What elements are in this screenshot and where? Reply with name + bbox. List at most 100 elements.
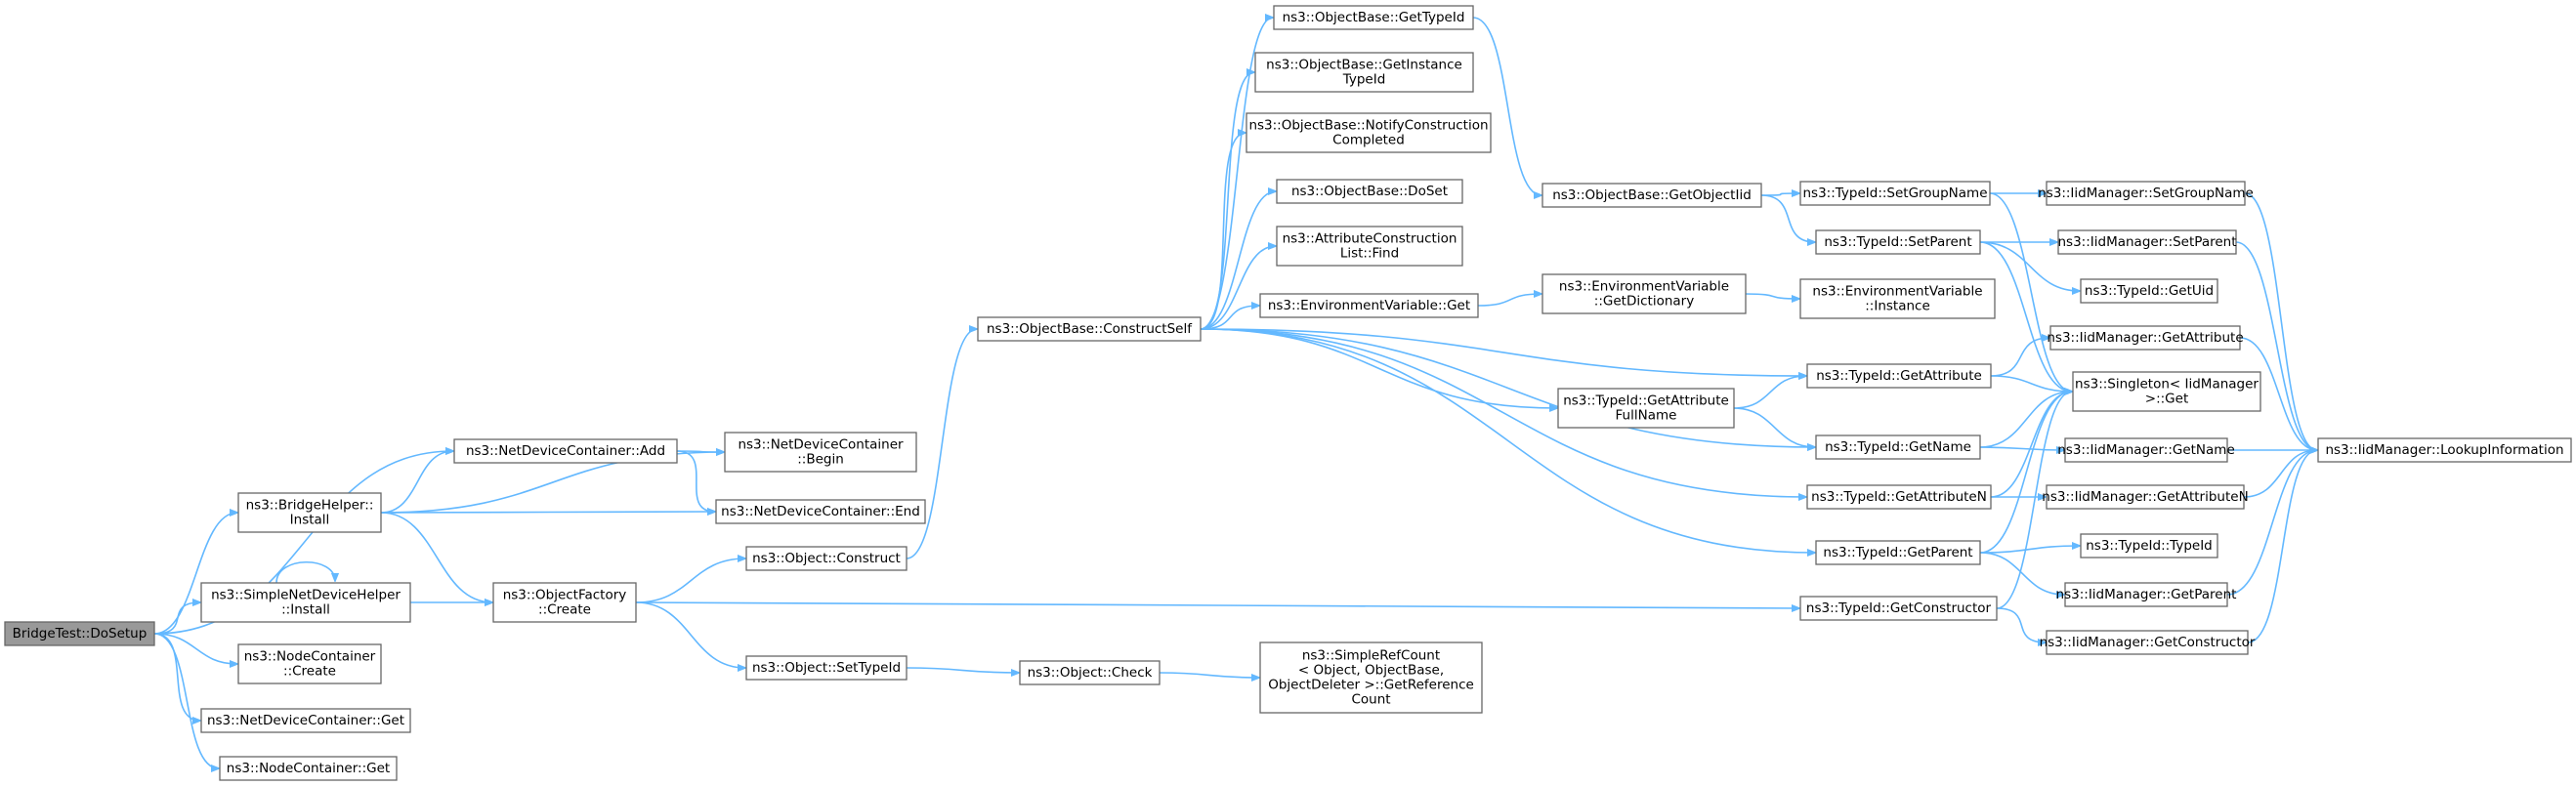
- node-ob-doset[interactable]: ns3::ObjectBase::DoSet: [1276, 179, 1463, 204]
- edge-ti_setgroupname-to-singleton_get: [1989, 192, 2072, 392]
- node-singleton-get[interactable]: ns3::Singleton< IidManager >::Get: [2072, 371, 2261, 412]
- node-box: [1273, 5, 1474, 30]
- node-ob-notify[interactable]: ns3::ObjectBase::NotifyConstructionCompl…: [1246, 112, 1492, 153]
- node-box: [745, 655, 908, 681]
- node-root[interactable]: BridgeTest::DoSetup: [4, 621, 155, 646]
- node-box: [2046, 181, 2246, 206]
- node-box: [1799, 596, 1998, 621]
- node-obj-check[interactable]: ns3::Object::Check: [1019, 660, 1161, 685]
- node-label: ns3::NodeContainer::Get: [227, 761, 390, 776]
- node-box: [724, 432, 917, 473]
- node-im-getattribute[interactable]: ns3::IidManager::GetAttribute: [2047, 325, 2244, 351]
- edge-ti_getparent-to-ti_typeid: [1979, 546, 2080, 554]
- node-box: [1806, 363, 1992, 389]
- edge-ev_getdict-to-ev_instance: [1745, 293, 1799, 299]
- edge-ob_constructself-to-ev_get: [1200, 306, 1259, 330]
- edge-ob_constructself-to-acl_find: [1200, 246, 1276, 330]
- node-box: [2049, 325, 2241, 351]
- node-im-setparent[interactable]: ns3::IidManager::SetParent: [2057, 229, 2237, 255]
- node-ev-instance[interactable]: ns3::EnvironmentVariable::Instance: [1799, 278, 1996, 319]
- edge-of_create-to-obj_construct: [635, 558, 745, 603]
- node-label: ns3::BridgeHelper::: [246, 498, 374, 514]
- node-nc-get[interactable]: ns3::NodeContainer::Get: [219, 756, 398, 781]
- node-label: ns3::IidManager::GetAttribute: [2047, 330, 2243, 346]
- node-ti-getattributen[interactable]: ns3::TypeId::GetAttributeN: [1806, 484, 1992, 510]
- node-box: [492, 582, 637, 623]
- node-ndc-get[interactable]: ns3::NetDeviceContainer::Get: [200, 708, 411, 733]
- node-ti-setparent[interactable]: ns3::TypeId::SetParent: [1815, 229, 1981, 255]
- node-label: ns3::ObjectBase::GetInstance: [1266, 58, 1462, 73]
- node-label: FullName: [1616, 408, 1677, 424]
- node-label: ns3::TypeId::GetAttribute: [1816, 368, 1982, 384]
- node-label: ns3::ObjectBase::ConstructSelf: [987, 321, 1193, 337]
- node-ti-getconstructor[interactable]: ns3::TypeId::GetConstructor: [1799, 596, 1998, 621]
- node-label: ns3::TypeId::GetName: [1825, 439, 1971, 455]
- node-ti-getuid[interactable]: ns3::TypeId::GetUid: [2080, 278, 2218, 304]
- node-label: ns3::NetDeviceContainer::End: [721, 504, 920, 519]
- node-label: ns3::IidManager::LookupInformation: [2325, 442, 2563, 458]
- node-label: Install: [290, 513, 330, 528]
- node-im-getparent[interactable]: ns3::IidManager::GetParent: [2056, 582, 2237, 607]
- node-ob-gettypeid[interactable]: ns3::ObjectBase::GetTypeId: [1273, 5, 1474, 30]
- edge-root-to-sndh_install: [153, 602, 200, 635]
- node-label: >::Get: [2145, 392, 2188, 407]
- node-ndc-begin[interactable]: ns3::NetDeviceContainer::Begin: [724, 432, 917, 473]
- node-ti-getparent[interactable]: ns3::TypeId::GetParent: [1815, 540, 1981, 565]
- node-ndc-add[interactable]: ns3::NetDeviceContainer::Add: [453, 438, 678, 464]
- edge-sndh_install-to-sndh_install: [275, 561, 335, 584]
- edge-ti_getname-to-singleton_get: [1979, 392, 2072, 448]
- node-ndc-end[interactable]: ns3::NetDeviceContainer::End: [715, 499, 926, 524]
- node-label: ns3::TypeId::GetParent: [1823, 545, 1972, 560]
- node-label: < Object, ObjectBase,: [1298, 663, 1444, 679]
- node-im-getattributen[interactable]: ns3::IidManager::GetAttributeN: [2042, 484, 2249, 510]
- node-im-getconstructor[interactable]: ns3::IidManager::GetConstructor: [2040, 630, 2256, 655]
- node-im-setgroupname[interactable]: ns3::IidManager::SetGroupName: [2038, 181, 2254, 206]
- node-label: ns3::EnvironmentVariable: [1812, 284, 1982, 300]
- node-sndh-install[interactable]: ns3::SimpleNetDeviceHelper::Install: [200, 582, 411, 623]
- node-srfc[interactable]: ns3::SimpleRefCount< Object, ObjectBase,…: [1259, 641, 1483, 714]
- node-obj-settypeid[interactable]: ns3::Object::SetTypeId: [745, 655, 908, 681]
- edge-root-to-nc_create: [153, 633, 237, 664]
- edge-im_setgroupname-to-im_lookup: [2244, 192, 2317, 450]
- node-ob-constructself[interactable]: ns3::ObjectBase::ConstructSelf: [977, 316, 1202, 342]
- edge-obj_settypeid-to-obj_check: [906, 667, 1019, 673]
- node-ti-setgroupname[interactable]: ns3::TypeId::SetGroupName: [1799, 181, 1991, 206]
- edge-ti_getattribute-to-singleton_get: [1990, 375, 2072, 392]
- node-label: ns3::EnvironmentVariable::Get: [1268, 298, 1470, 313]
- node-ev-get[interactable]: ns3::EnvironmentVariable::Get: [1259, 293, 1479, 318]
- node-obj-construct[interactable]: ns3::Object::Construct: [745, 546, 908, 571]
- node-label: ns3::IidManager::GetConstructor: [2040, 635, 2256, 650]
- node-label: ns3::ObjectBase::DoSet: [1291, 184, 1448, 199]
- node-bh-install[interactable]: ns3::BridgeHelper::Install: [237, 492, 382, 533]
- node-label: ns3::TypeId::GetAttributeN: [1811, 489, 1987, 505]
- node-of-create[interactable]: ns3::ObjectFactory::Create: [492, 582, 637, 623]
- node-ti-getattribute[interactable]: ns3::TypeId::GetAttribute: [1806, 363, 1992, 389]
- node-ev-getdict[interactable]: ns3::EnvironmentVariable::GetDictionary: [1541, 273, 1747, 314]
- node-box: [2317, 437, 2572, 463]
- node-label: ns3::IidManager::GetName: [2057, 442, 2235, 458]
- node-box: [1799, 181, 1991, 206]
- node-label: ns3::AttributeConstruction: [1283, 231, 1457, 247]
- node-nc-create[interactable]: ns3::NodeContainer::Create: [237, 643, 382, 684]
- node-box: [745, 546, 908, 571]
- node-ob-getobjectiid[interactable]: ns3::ObjectBase::GetObjectIid: [1541, 183, 1762, 208]
- node-label: ns3::ObjectBase::NotifyConstruction: [1248, 118, 1488, 134]
- edge-ti_getattrfullname-to-ti_getname: [1733, 407, 1815, 447]
- node-box: [453, 438, 678, 464]
- edge-of_create-to-obj_settypeid: [635, 601, 745, 668]
- node-ti-getname[interactable]: ns3::TypeId::GetName: [1815, 434, 1981, 460]
- node-im-lookup[interactable]: ns3::IidManager::LookupInformation: [2317, 437, 2572, 463]
- edge-im_getattributen-to-im_lookup: [2243, 450, 2317, 498]
- edge-im_getconstructor-to-im_lookup: [2247, 450, 2317, 643]
- edge-ti_getname-to-im_getname: [1979, 447, 2064, 450]
- node-ti-typeid[interactable]: ns3::TypeId::TypeId: [2080, 533, 2218, 558]
- node-im-getname[interactable]: ns3::IidManager::GetName: [2057, 437, 2235, 463]
- edge-im_setparent-to-im_lookup: [2235, 241, 2317, 450]
- edge-bh_install-to-of_create: [380, 512, 492, 602]
- node-box: [237, 492, 382, 533]
- node-box: [1541, 183, 1762, 208]
